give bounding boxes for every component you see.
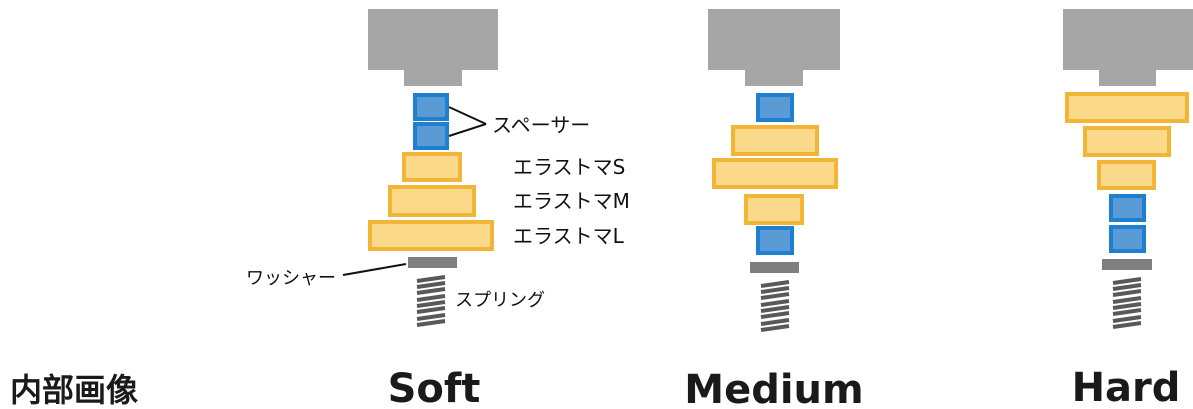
spacer — [1109, 194, 1146, 222]
spacer — [756, 93, 794, 122]
callout-lines — [342, 106, 487, 276]
spacer — [413, 122, 449, 150]
elastomer-s-label: エラストマS — [513, 155, 625, 179]
soft-stack: スペーサー エラストマS エラストマM エラストマL ワッシャー スプリング — [246, 9, 630, 327]
hard-stack — [1063, 9, 1193, 329]
elastomer-m — [1083, 126, 1171, 157]
spacer — [756, 226, 794, 255]
elastomer-s — [744, 194, 804, 225]
spacer — [1109, 225, 1146, 253]
elastomer-l — [1065, 92, 1189, 123]
housing-block — [1063, 9, 1193, 86]
spring-label: スプリング — [455, 290, 545, 311]
spring — [1112, 277, 1142, 329]
column-title-medium: Medium — [684, 367, 863, 409]
row-label: 内部画像 — [10, 371, 138, 409]
housing-block — [368, 9, 498, 86]
elastomer-s — [402, 152, 462, 182]
washer — [408, 257, 457, 268]
column-title-soft: Soft — [388, 366, 481, 409]
elastomer-s — [1097, 160, 1156, 190]
spacer — [413, 93, 449, 121]
washer — [750, 262, 799, 273]
column-title-hard: Hard — [1072, 365, 1181, 409]
medium-stack — [708, 9, 840, 332]
elastomer-m — [388, 185, 476, 217]
washer-label: ワッシャー — [246, 268, 336, 289]
spring — [416, 275, 446, 327]
spring — [760, 280, 790, 332]
elastomer-m — [731, 125, 819, 156]
elastomer-l — [368, 220, 494, 251]
housing-block — [708, 9, 840, 86]
spacer-label: スペーサー — [492, 113, 590, 137]
washer — [1102, 259, 1152, 270]
elastomer-l-label: エラストマL — [513, 224, 625, 248]
elastomer-l — [712, 158, 838, 189]
elastomer-m-label: エラストマM — [513, 189, 630, 213]
